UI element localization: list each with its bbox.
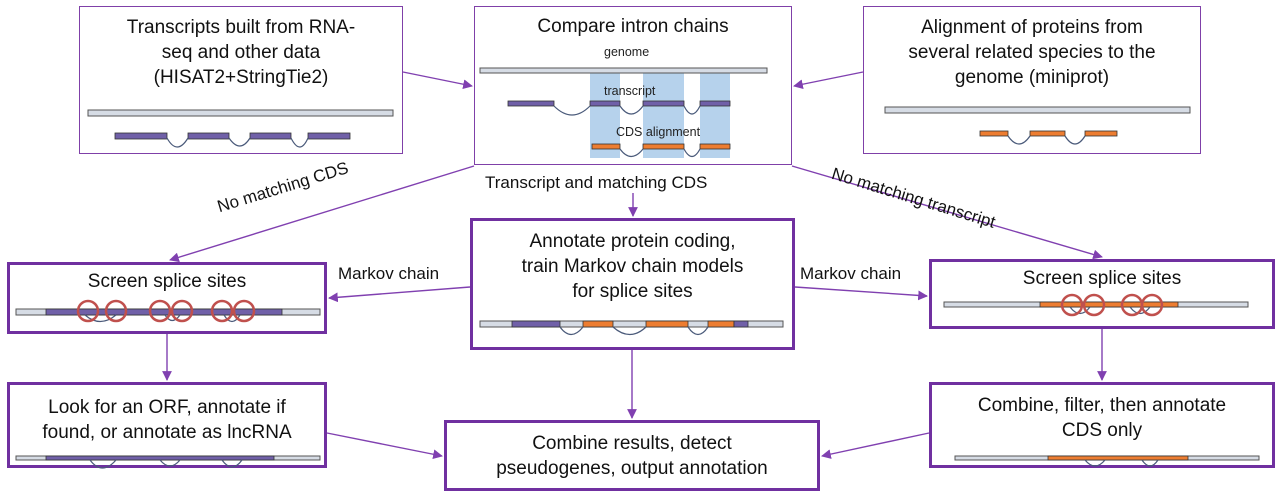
edge-label-matching: Transcript and matching CDS — [485, 173, 708, 192]
genome-label: genome — [604, 45, 650, 59]
arrow-combine-right-to-combine-center — [821, 432, 930, 459]
transcripts-box-text: Transcripts built from RNA- seq and othe… — [126, 17, 356, 88]
splice-circle — [232, 299, 256, 323]
arrow-compare-to-screen-right — [791, 165, 1103, 260]
combine-center-text: Combine results, detect pseudogenes, out… — [496, 433, 768, 479]
splice-circle — [148, 299, 172, 323]
proteins-box: Alignment of proteins from several relat… — [863, 6, 1201, 154]
annotate-center-tracks — [479, 320, 784, 336]
orf-box: Look for an ORF, annotate if found, or a… — [7, 382, 327, 468]
screen-left-tracks — [15, 299, 321, 323]
edge-label-markov-right: Markov chain — [800, 264, 902, 283]
arrow-orf-to-combine-center — [326, 432, 443, 460]
splice-circle — [104, 299, 128, 323]
arrow-annotate-to-screen-right — [794, 286, 928, 301]
proteins-tracks — [884, 106, 1191, 145]
arrows — [162, 71, 1107, 460]
proteins-box-text: Alignment of proteins from several relat… — [908, 17, 1156, 88]
combine-right-text: Combine, filter, then annotate CDS only — [977, 395, 1227, 441]
splice-circle — [1082, 293, 1106, 317]
arrow-proteins-to-compare — [793, 71, 864, 90]
splice-circle — [1060, 293, 1084, 317]
screen-right-text: Screen splice sites — [1022, 268, 1182, 289]
splice-circle — [170, 299, 194, 323]
screen-left-text: Screen splice sites — [87, 271, 247, 292]
transcript-label: transcript — [604, 84, 656, 98]
combine-center-box: Combine results, detect pseudogenes, out… — [444, 420, 820, 491]
edge-label-markov-left: Markov chain — [338, 264, 440, 283]
combine-right-box: Combine, filter, then annotate CDS only — [929, 382, 1275, 468]
screen-right-tracks — [943, 293, 1249, 317]
transcripts-box: Transcripts built from RNA- seq and othe… — [79, 6, 403, 154]
arrow-annotate-to-screen-left — [328, 286, 471, 303]
compare-box-text: Compare intron chains — [537, 16, 729, 37]
compare-box: Compare intron chains — [474, 6, 792, 165]
splice-circle — [1140, 293, 1164, 317]
splice-circle — [76, 299, 100, 323]
combine-right-tracks — [954, 455, 1260, 467]
cds-alignment-label: CDS alignment — [616, 125, 701, 139]
annotate-center-box: Annotate protein coding, train Markov ch… — [470, 218, 795, 350]
orf-tracks — [15, 455, 321, 469]
arrow-compare-to-screen-left — [169, 165, 475, 263]
arrow-transcripts-to-compare — [402, 71, 473, 90]
splice-circle — [210, 299, 234, 323]
screen-right-box: Screen splice sites — [929, 259, 1275, 329]
screen-left-box: Screen splice sites — [7, 262, 327, 334]
transcripts-tracks — [87, 109, 394, 148]
orf-text: Look for an ORF, annotate if found, or a… — [42, 397, 292, 443]
compare-tracks — [479, 67, 768, 158]
annotate-center-text: Annotate protein coding, train Markov ch… — [521, 231, 744, 302]
